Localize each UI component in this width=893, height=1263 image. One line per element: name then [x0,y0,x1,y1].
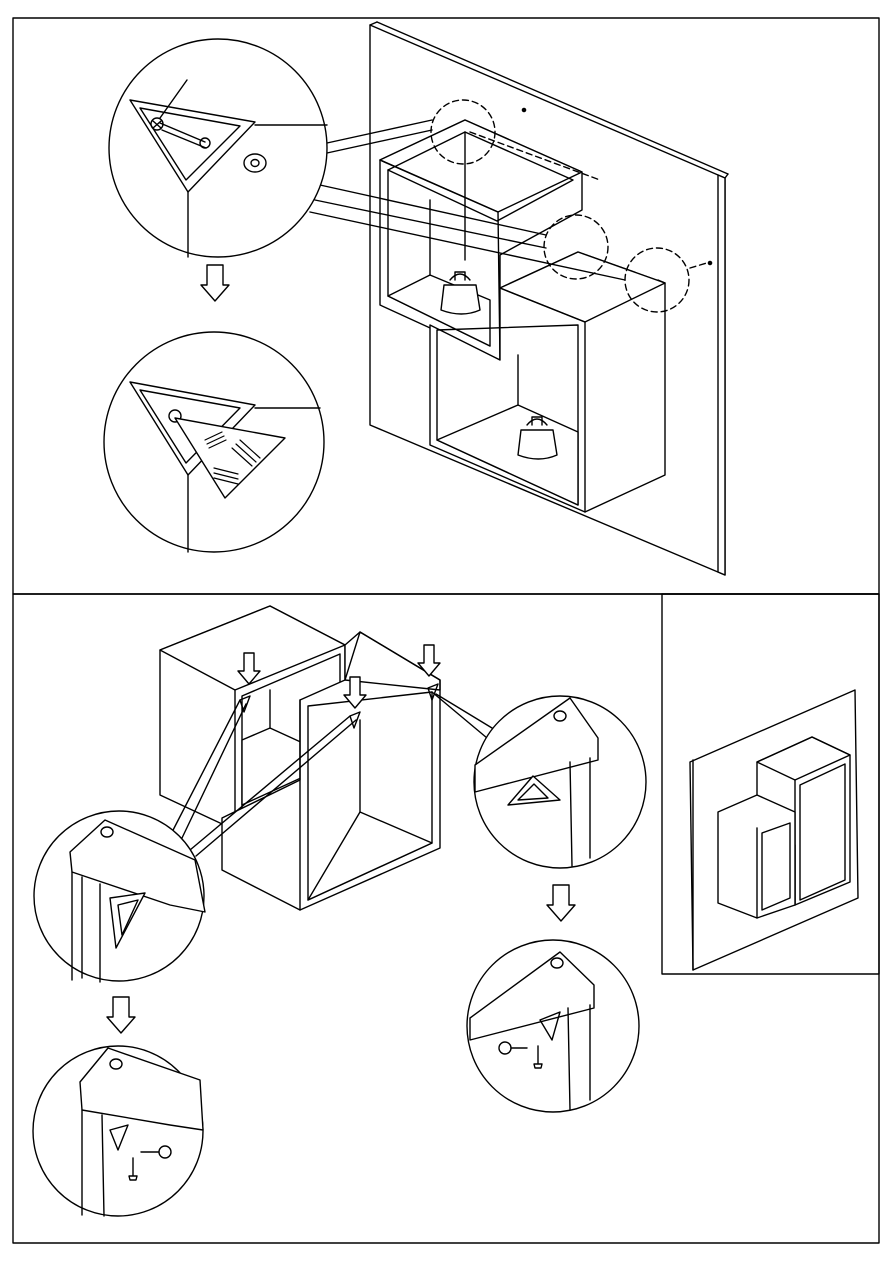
detail-right-bracket [474,696,646,868]
detail-bracket-screw [109,39,327,257]
detail-bracket-hung [104,332,324,552]
detail-left-bracket [34,811,205,982]
down-arrow-icon [201,265,229,301]
detail-left-screws [33,1046,203,1216]
wall-hole [708,261,711,264]
down-arrow-icon [547,885,575,921]
finished-shelf-view [690,690,858,970]
wall-hole [522,108,525,111]
detail-right-screws [467,940,639,1112]
down-arrow-icon [107,997,135,1033]
